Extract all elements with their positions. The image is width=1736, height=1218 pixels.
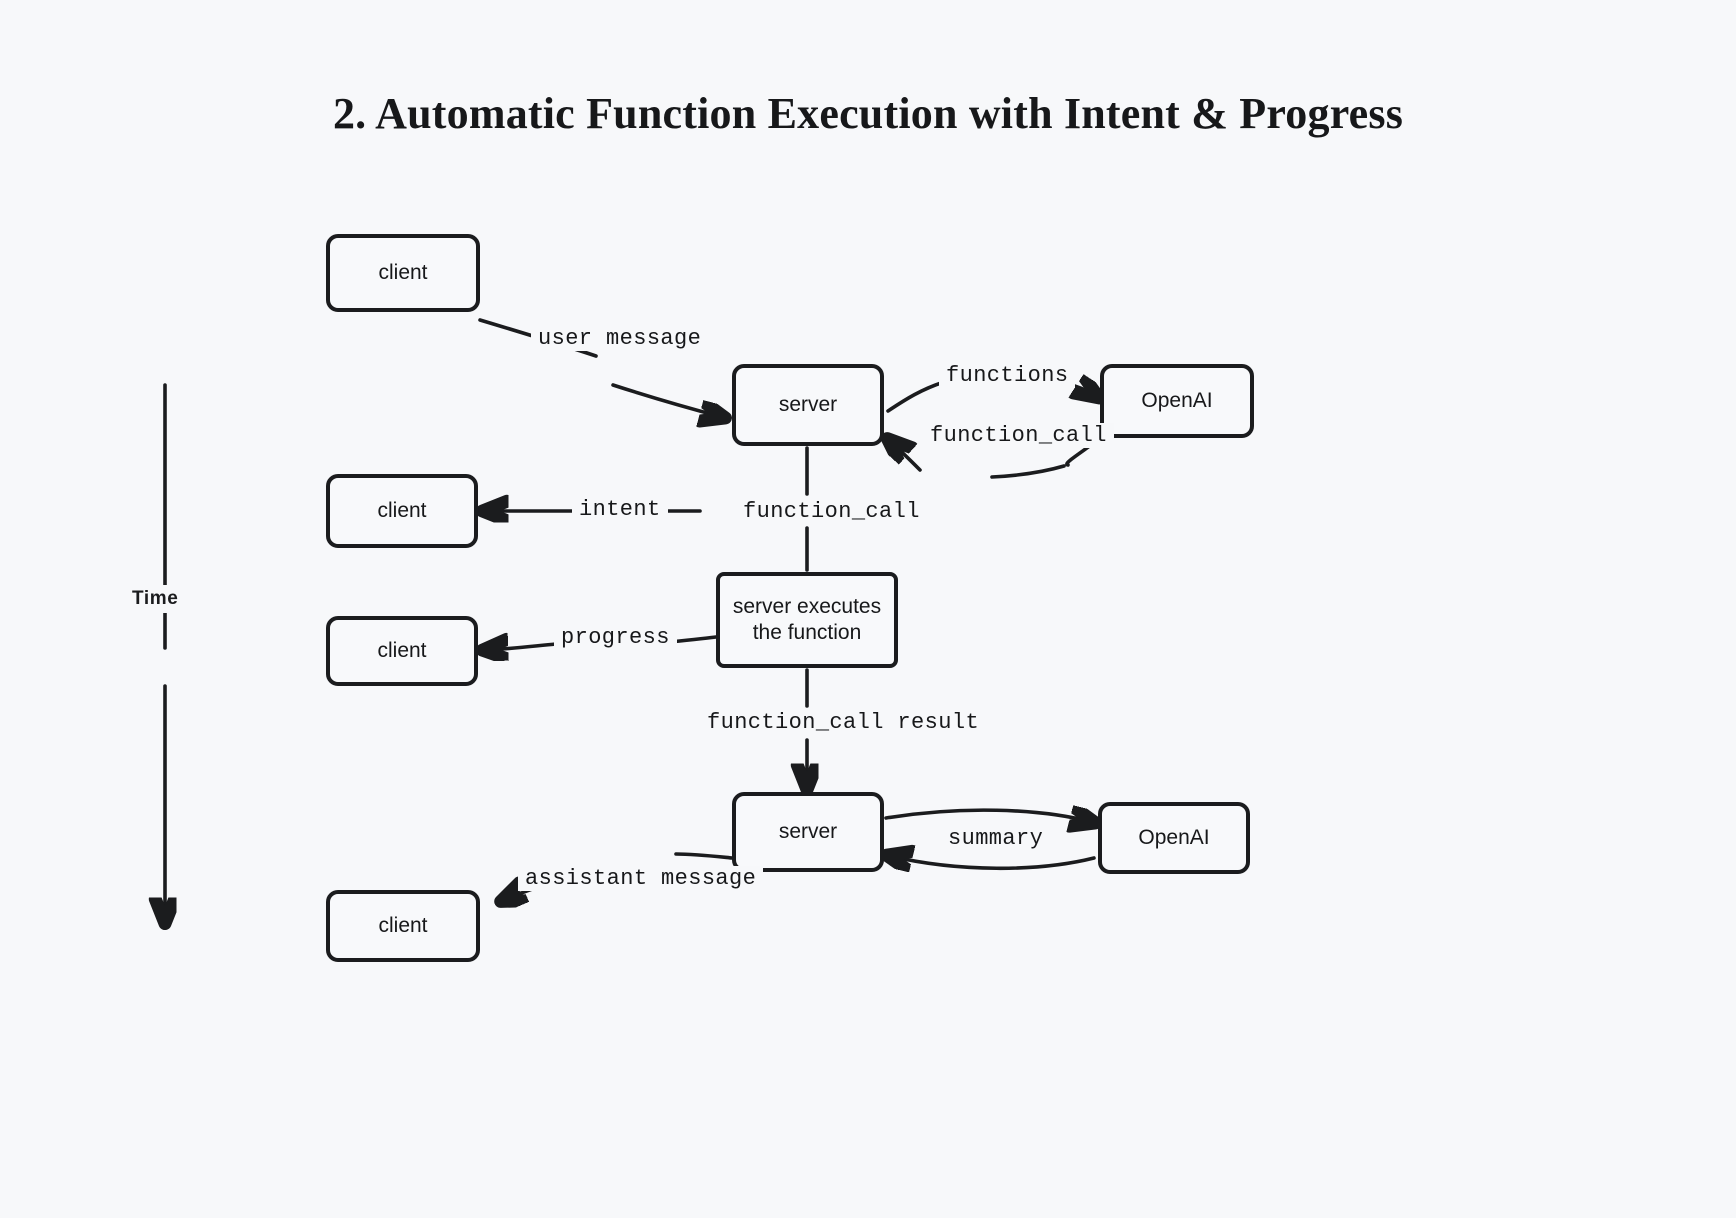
node-server-2[interactable]: server bbox=[732, 792, 884, 872]
node-openai-2[interactable]: OpenAI bbox=[1098, 802, 1250, 874]
edge-label-functions: functions bbox=[939, 363, 1076, 388]
node-client-1[interactable]: client bbox=[326, 234, 480, 312]
node-label: client bbox=[377, 498, 427, 522]
node-client-4[interactable]: client bbox=[326, 890, 480, 962]
node-client-2[interactable]: client bbox=[326, 474, 478, 548]
node-openai-1[interactable]: OpenAI bbox=[1100, 364, 1254, 438]
node-client-3[interactable]: client bbox=[326, 616, 478, 686]
edge-label-user-message: user message bbox=[531, 326, 709, 351]
node-label: OpenAI bbox=[1138, 825, 1210, 849]
node-label: client bbox=[378, 260, 428, 284]
node-server-1[interactable]: server bbox=[732, 364, 884, 446]
page-title: 2. Automatic Function Execution with Int… bbox=[332, 89, 1404, 138]
time-axis-label: Time bbox=[126, 585, 185, 613]
edge-label-function-call-result: function_call result bbox=[700, 710, 987, 735]
node-label: server bbox=[778, 392, 838, 416]
node-label: client bbox=[378, 913, 428, 937]
node-server-executes[interactable]: server executes the function bbox=[716, 572, 898, 668]
node-label: server bbox=[778, 819, 838, 843]
edge-label-summary: summary bbox=[941, 826, 1051, 851]
edge-label-progress: progress bbox=[554, 625, 677, 650]
node-label: OpenAI bbox=[1141, 388, 1213, 412]
node-label: server executes the function bbox=[732, 594, 882, 644]
edge-label-function-call-down: function_call bbox=[736, 499, 927, 524]
node-label: client bbox=[377, 638, 427, 662]
edge-label-function-call-return: function_call bbox=[923, 423, 1114, 448]
edge-label-intent: intent bbox=[572, 497, 668, 522]
edge-label-assistant-message: assistant message bbox=[518, 866, 764, 891]
